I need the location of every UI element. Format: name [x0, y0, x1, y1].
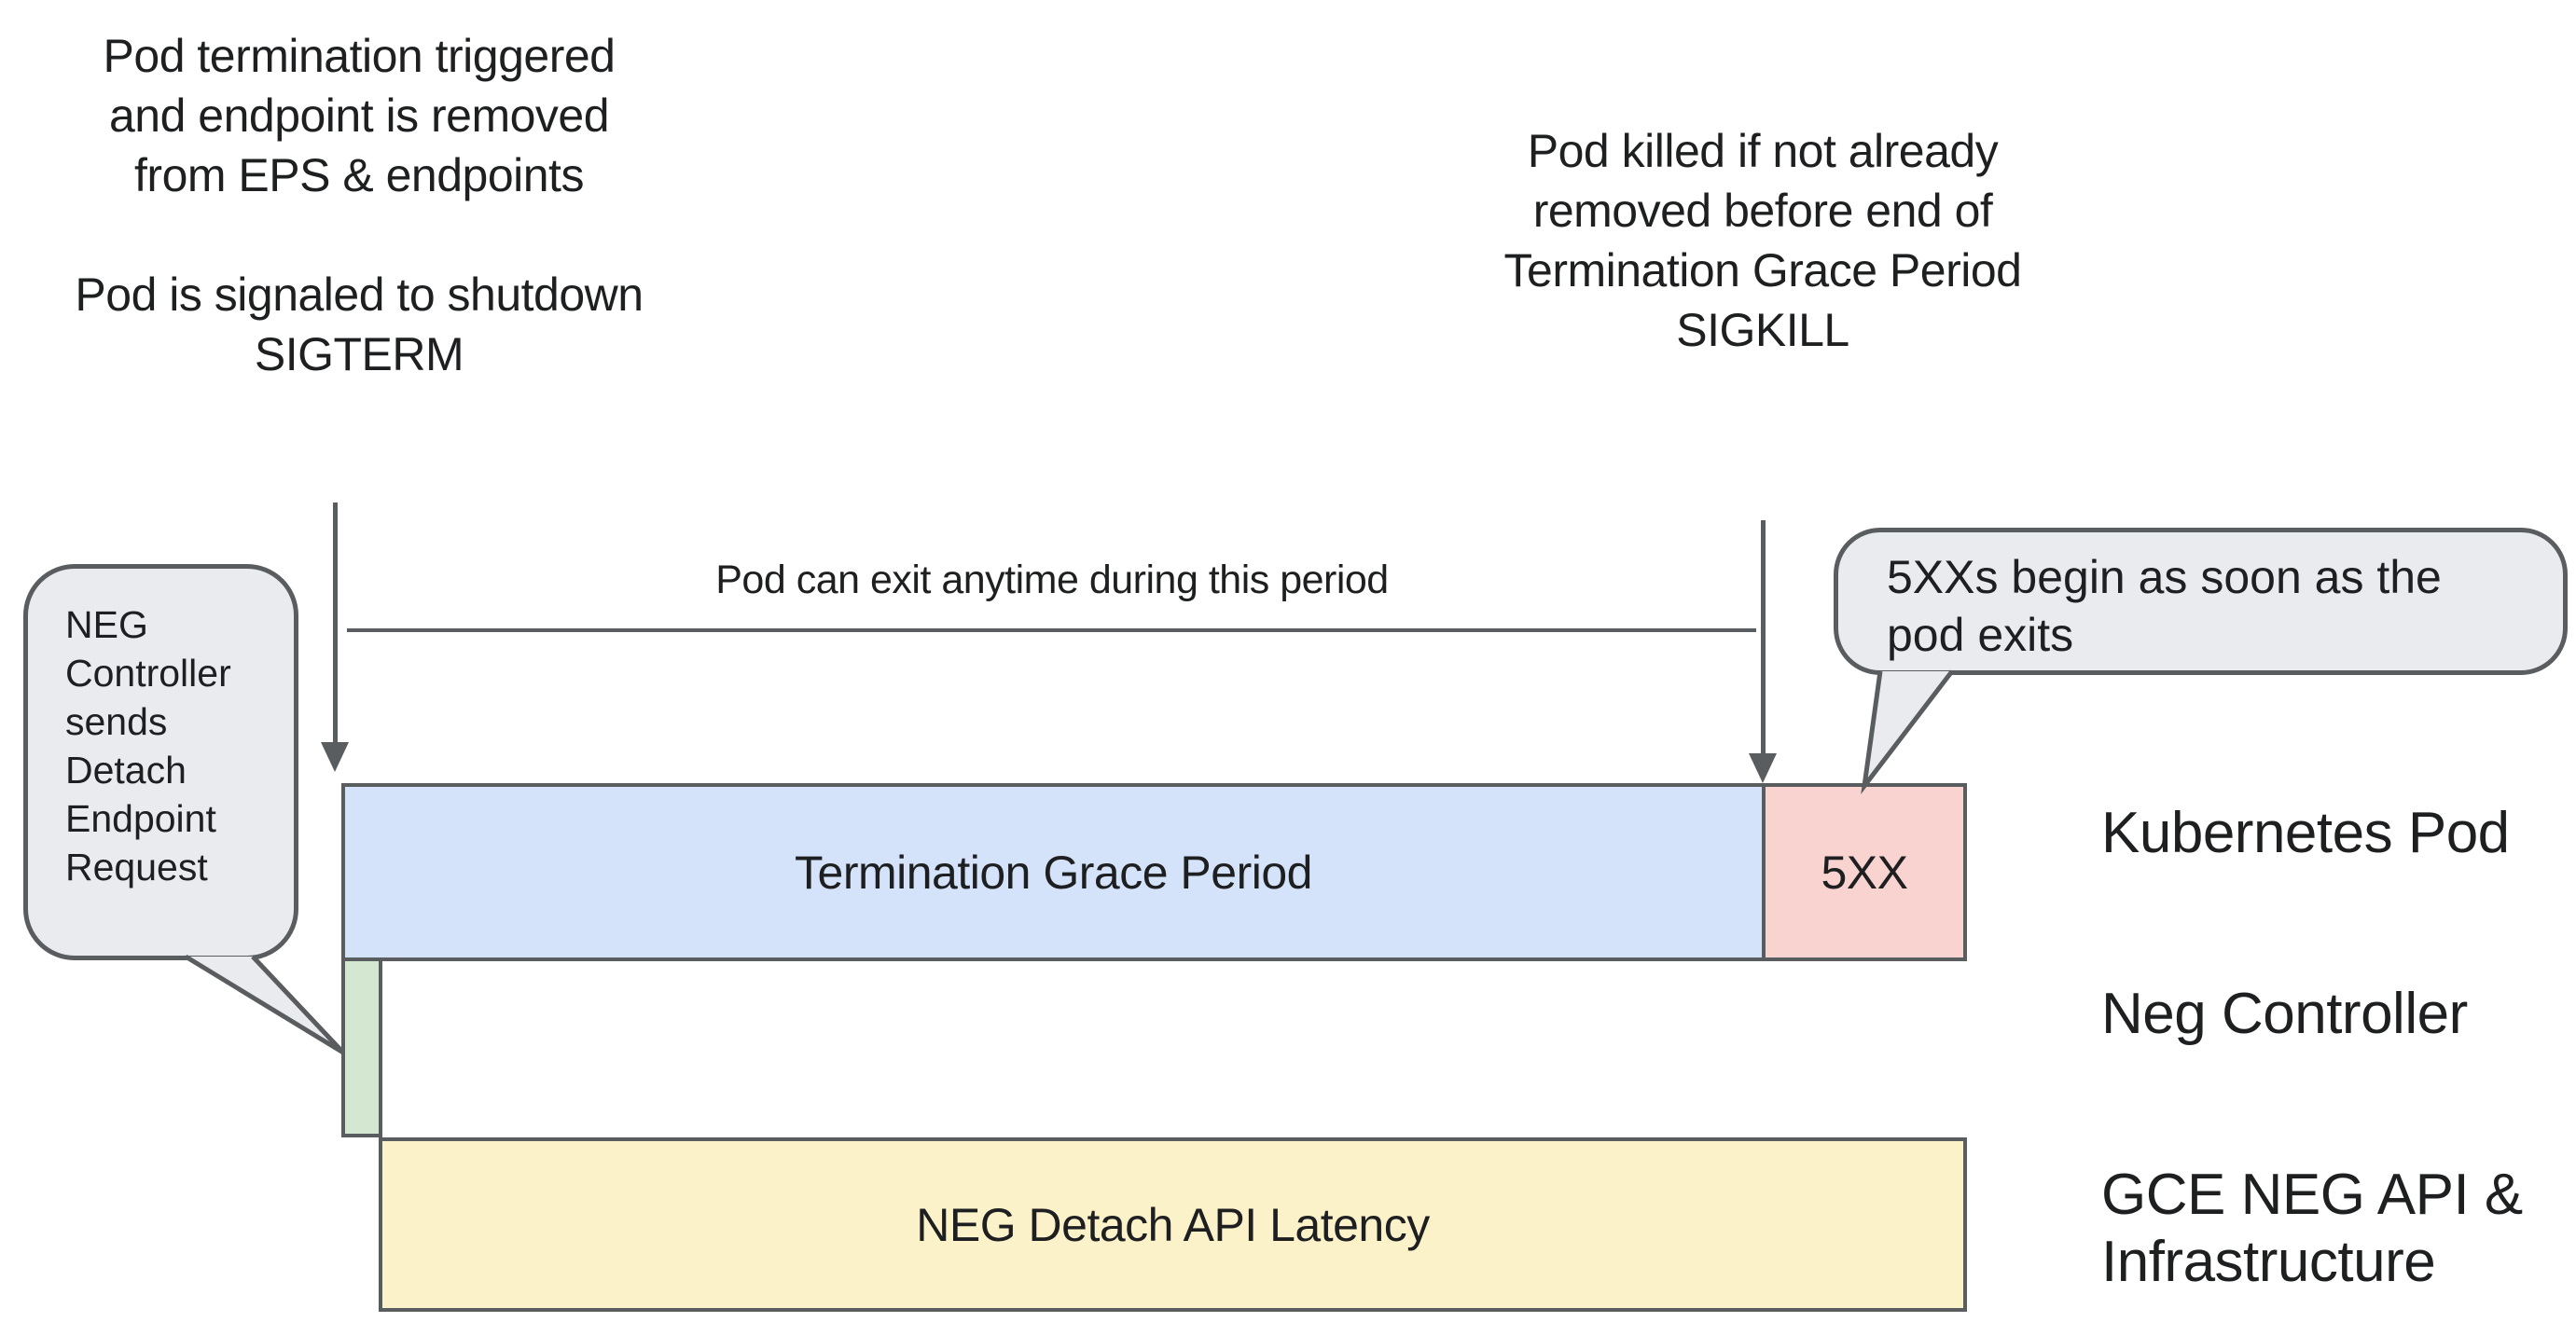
row-label-gce-neg-api: GCE NEG API & Infrastructure [2101, 1163, 2523, 1294]
row-label-kubernetes-pod: Kubernetes Pod [2101, 801, 2510, 865]
termination-grace-period-bar: Termination Grace Period [341, 783, 1766, 961]
five-xx-callout: 5XXs begin as soon as the pod exits [1834, 528, 2568, 675]
five-xx-bar-label: 5XX [1821, 846, 1908, 899]
row-label-neg-controller: Neg Controller [2101, 982, 2468, 1046]
neg-controller-callout-text: NEG Controller sends Detach Endpoint Req… [65, 603, 231, 888]
sigterm-arrow-shaft [333, 503, 338, 747]
five-xx-callout-text: 5XXs begin as soon as the pod exits [1887, 551, 2442, 661]
pod-termination-note: Pod termination triggered and endpoint i… [75, 30, 644, 380]
sigkill-arrowhead-icon [1749, 753, 1777, 783]
sigkill-arrow-shaft [1761, 520, 1766, 758]
termination-grace-period-bar-label: Termination Grace Period [795, 846, 1312, 899]
neg-controller-detach-bar [341, 957, 382, 1137]
five-xx-callout-tail [1861, 669, 1954, 795]
neg-controller-callout-tail [184, 954, 345, 1055]
exit-period-line [347, 628, 1756, 632]
pod-killed-note: Pod killed if not already removed before… [1503, 125, 2022, 356]
five-xx-bar: 5XX [1762, 783, 1967, 961]
sigterm-arrowhead-icon [321, 742, 349, 772]
neg-detach-api-latency-bar: NEG Detach API Latency [379, 1137, 1967, 1312]
exit-period-label: Pod can exit anytime during this period [715, 558, 1389, 602]
neg-detach-api-latency-bar-label: NEG Detach API Latency [916, 1198, 1430, 1251]
neg-controller-callout: NEG Controller sends Detach Endpoint Req… [23, 564, 298, 960]
